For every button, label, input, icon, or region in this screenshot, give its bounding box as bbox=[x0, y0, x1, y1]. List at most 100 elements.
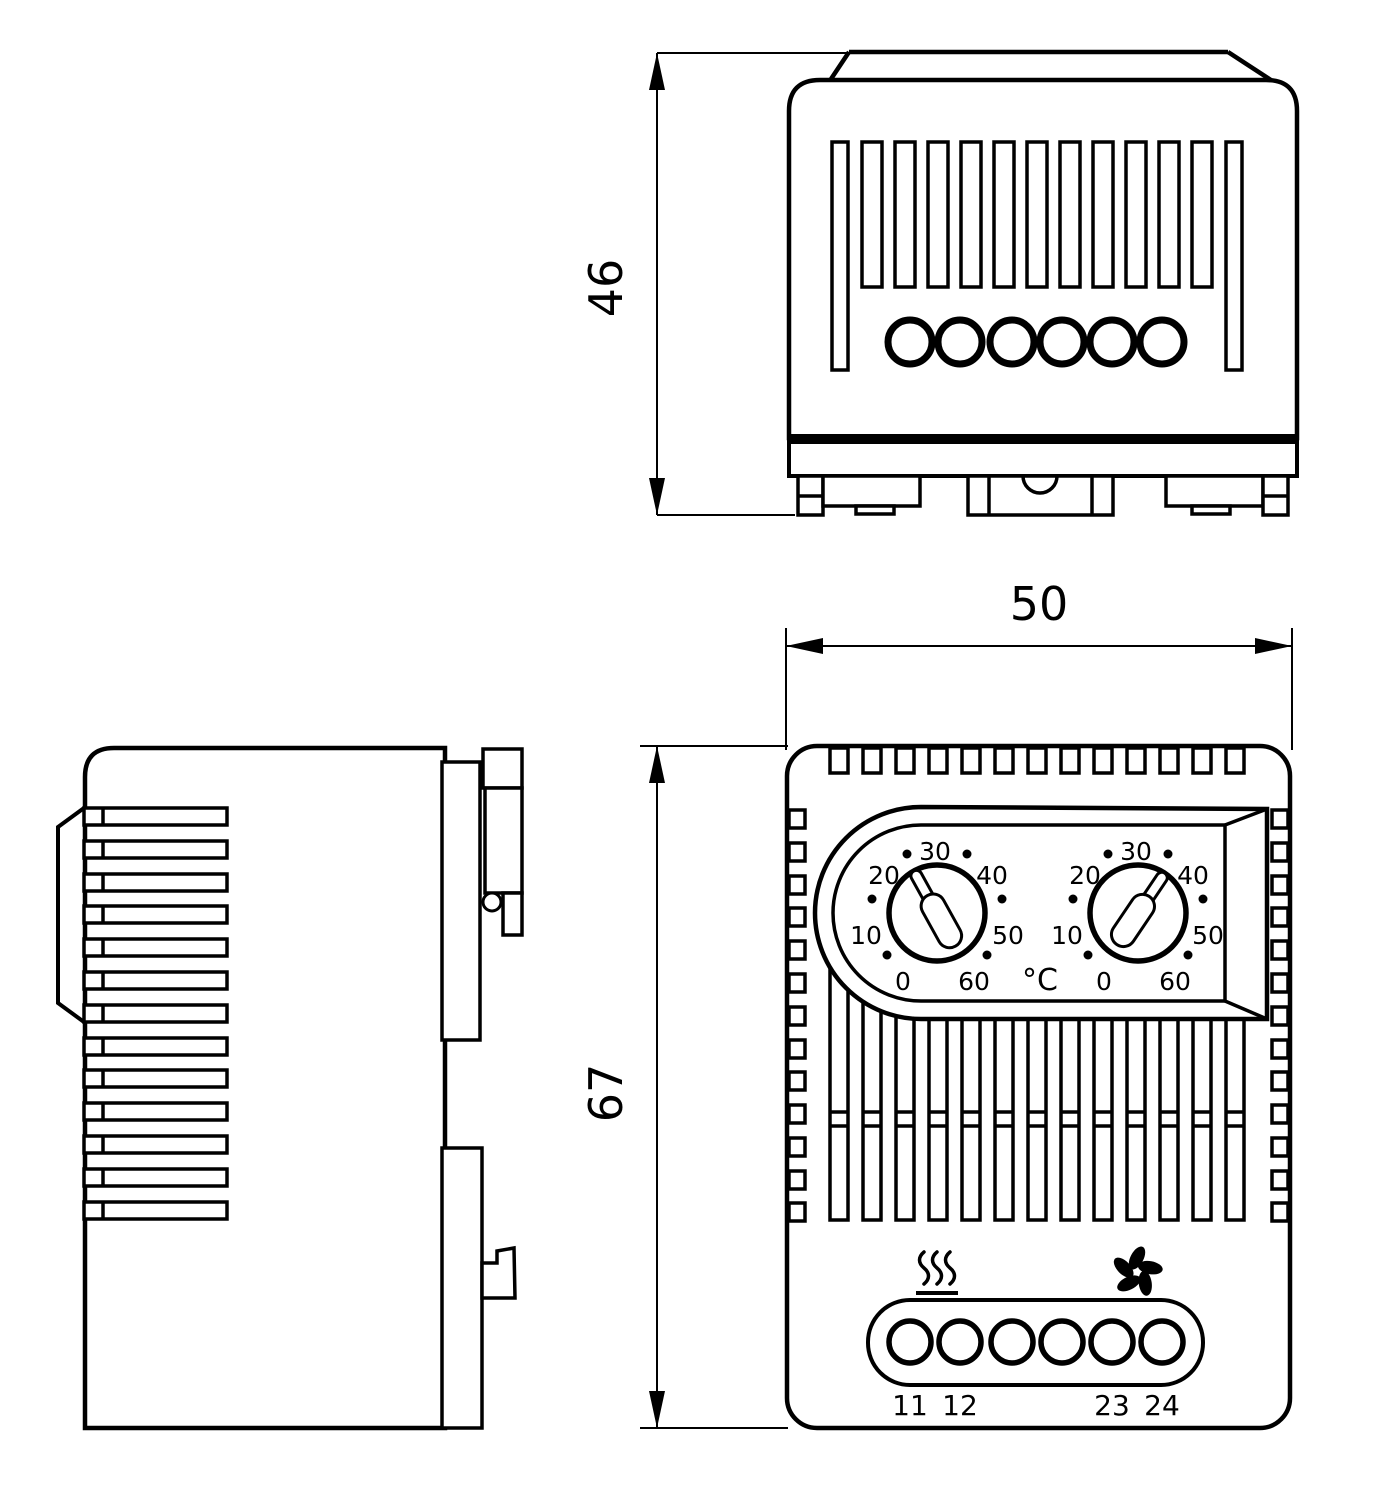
louver-slot bbox=[82, 1036, 229, 1057]
scale-label: 50 bbox=[992, 921, 1024, 950]
louver-slot bbox=[82, 806, 229, 827]
arrowhead-up bbox=[649, 746, 665, 783]
louver-slot bbox=[82, 1200, 229, 1221]
terminal-block: 11 12 23 24 bbox=[866, 1298, 1205, 1422]
louver-slot bbox=[82, 904, 229, 925]
terminal-holes-top bbox=[884, 316, 1188, 368]
louver-slot bbox=[82, 1167, 229, 1188]
comb-notch bbox=[960, 746, 982, 775]
vent-slat bbox=[926, 140, 950, 289]
arrowhead-right bbox=[1255, 638, 1292, 654]
comb-notch bbox=[787, 1070, 807, 1092]
comb-notch bbox=[1158, 746, 1180, 775]
din-clip-top bbox=[481, 747, 524, 790]
terminal-circle bbox=[1138, 1318, 1186, 1366]
vent-slat bbox=[1124, 140, 1148, 289]
louver-slot bbox=[82, 1003, 229, 1024]
dial-scale: 0 10 20 30 40 50 60 bbox=[1051, 837, 1224, 996]
comb-notch bbox=[1270, 1169, 1290, 1191]
terminal-circle bbox=[1088, 1318, 1136, 1366]
comb-notch bbox=[1191, 746, 1213, 775]
arrowhead-up bbox=[649, 53, 665, 90]
scale-label: 20 bbox=[868, 861, 900, 890]
vent-slat bbox=[959, 140, 983, 289]
heating-icon bbox=[916, 1250, 958, 1295]
comb-notch bbox=[861, 746, 883, 775]
arrowhead-left bbox=[786, 638, 823, 654]
mounting-feet bbox=[796, 474, 1290, 517]
comb-notch bbox=[1125, 746, 1147, 775]
vent-slat bbox=[860, 140, 884, 289]
clip-pivot bbox=[481, 891, 503, 913]
terminal-label: 23 bbox=[1094, 1389, 1130, 1422]
scale-label: 30 bbox=[919, 837, 951, 866]
louver-slot bbox=[82, 872, 229, 893]
comb-notch bbox=[787, 1136, 807, 1158]
vent-slat bbox=[1224, 140, 1244, 372]
comb-notch bbox=[787, 1005, 807, 1027]
comb-notch bbox=[787, 972, 807, 994]
front-view: 0 10 20 30 40 50 60 0 bbox=[784, 743, 1293, 1431]
comb-notch bbox=[1270, 1103, 1290, 1125]
comb-notch bbox=[1026, 746, 1048, 775]
terminal-label: 24 bbox=[1144, 1389, 1180, 1422]
vent-slat bbox=[1025, 140, 1049, 289]
scale-label: 10 bbox=[1051, 921, 1083, 950]
dimension-label: 67 bbox=[579, 1064, 633, 1123]
scale-label: 60 bbox=[958, 967, 990, 996]
comb-notch bbox=[1270, 808, 1290, 830]
louver-slot bbox=[82, 937, 229, 958]
louver-slot bbox=[82, 1101, 229, 1122]
dial-scale: 0 10 20 30 40 50 60 bbox=[850, 837, 1024, 996]
comb-notch bbox=[1270, 874, 1290, 896]
louver-slot bbox=[82, 839, 229, 860]
vent-slat bbox=[1058, 140, 1082, 289]
comb-notch bbox=[993, 746, 1015, 775]
scale-label: 60 bbox=[1159, 967, 1191, 996]
louver-slot bbox=[82, 1068, 229, 1089]
vent-slat bbox=[1091, 140, 1115, 289]
comb-notch bbox=[787, 1103, 807, 1125]
terminal-circle bbox=[1038, 1318, 1086, 1366]
din-rail-mount bbox=[440, 747, 524, 1430]
comb-notch bbox=[787, 939, 807, 961]
comb-notch bbox=[787, 1169, 807, 1191]
scale-label: 20 bbox=[1069, 861, 1101, 890]
comb-notch bbox=[1224, 746, 1246, 775]
terminal-circle bbox=[988, 1318, 1036, 1366]
comb-notch bbox=[828, 746, 850, 775]
vent-slat bbox=[1190, 140, 1214, 289]
vent-slat bbox=[893, 140, 917, 289]
terminal-label: 12 bbox=[942, 1389, 978, 1422]
side-view bbox=[56, 745, 524, 1431]
dial-cooling: 0 10 20 30 40 50 60 bbox=[1051, 837, 1224, 996]
comb-notch bbox=[1270, 841, 1290, 863]
vent-slat bbox=[1157, 140, 1181, 289]
comb-notch bbox=[1092, 746, 1114, 775]
comb-notch bbox=[787, 808, 807, 830]
base-band bbox=[787, 440, 1299, 478]
fan-icon bbox=[1106, 1243, 1168, 1302]
side-bulge bbox=[56, 806, 86, 1024]
comb-notch bbox=[1270, 1005, 1290, 1027]
comb-notch bbox=[894, 746, 916, 775]
comb-notch bbox=[1270, 1201, 1290, 1223]
comb-notch bbox=[927, 746, 949, 775]
comb-notch bbox=[1270, 1038, 1290, 1060]
scale-label: 0 bbox=[1096, 967, 1112, 996]
comb-notch bbox=[787, 1038, 807, 1060]
comb-notch bbox=[1270, 939, 1290, 961]
comb-notch bbox=[1270, 906, 1290, 928]
terminal-circle bbox=[936, 1318, 984, 1366]
scale-label: 40 bbox=[976, 861, 1008, 890]
vent-slat bbox=[830, 140, 850, 372]
dial-heating: 0 10 20 30 40 50 60 bbox=[850, 837, 1024, 996]
comb-notch bbox=[787, 841, 807, 863]
din-clip-hook bbox=[480, 1245, 517, 1300]
comb-notch bbox=[787, 906, 807, 928]
comb-notch bbox=[1270, 1136, 1290, 1158]
dimension-67: 67 bbox=[579, 745, 788, 1429]
scale-label: 30 bbox=[1120, 837, 1152, 866]
